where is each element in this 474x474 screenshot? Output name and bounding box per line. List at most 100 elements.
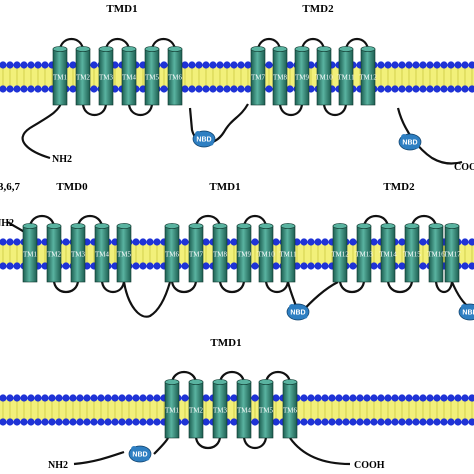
- lipid-head-top: [13, 238, 21, 246]
- helix-label: TM7: [189, 251, 204, 259]
- lipid-head-bottom: [48, 418, 56, 426]
- helix-connecting-loop: [386, 279, 414, 294]
- helix-connecting-loop: [434, 279, 454, 294]
- lipid-head-bottom: [342, 418, 350, 426]
- lipid-head-top: [195, 61, 203, 69]
- lipid-head-top: [209, 61, 217, 69]
- helix-label: TM2: [76, 74, 91, 82]
- lipid-head-bottom: [412, 85, 420, 93]
- nbd-domain-icon: NBD: [458, 303, 474, 321]
- helix-label: TM10: [257, 251, 275, 259]
- lipid-head-top: [391, 61, 399, 69]
- lipid-head-bottom: [181, 262, 189, 270]
- lipid-head-top: [160, 61, 168, 69]
- lipid-head-top: [62, 394, 70, 402]
- nbd-label: NBD: [402, 140, 417, 147]
- helix-connecting-loop: [218, 279, 246, 294]
- helix-label: TM4: [122, 74, 137, 82]
- lipid-head-bottom: [202, 418, 210, 426]
- lipid-head-top: [69, 61, 77, 69]
- panel-2-linker-loop-1: [122, 281, 172, 318]
- lipid-head-bottom: [230, 418, 238, 426]
- panel-1-domain-label-tmd2: TMD2: [302, 3, 334, 15]
- lipid-head-bottom: [181, 418, 189, 426]
- lipid-head-bottom: [433, 418, 441, 426]
- lipid-head-bottom: [300, 418, 308, 426]
- lipid-head-bottom: [237, 85, 245, 93]
- lipid-head-bottom: [83, 418, 91, 426]
- lipid-head-bottom: [216, 85, 224, 93]
- lipid-head-top: [272, 238, 280, 246]
- lipid-head-bottom: [300, 262, 308, 270]
- helix-connecting-loop: [264, 279, 290, 294]
- transmembrane-helix-icon: TM1: [52, 46, 68, 106]
- helix-label: TM1: [165, 407, 180, 415]
- transmembrane-helix-icon: TM13: [355, 223, 373, 283]
- helix-label: TM6: [168, 74, 183, 82]
- lipid-head-bottom: [132, 418, 140, 426]
- helix-label: TM8: [273, 74, 288, 82]
- lipid-head-bottom: [314, 418, 322, 426]
- helix-connecting-loop: [127, 102, 154, 117]
- lipid-head-top: [272, 394, 280, 402]
- helix-label: TM3: [71, 251, 86, 259]
- lipid-head-bottom: [132, 262, 140, 270]
- lipid-head-top: [447, 61, 455, 69]
- lipid-head-bottom: [363, 418, 371, 426]
- lipid-head-bottom: [412, 418, 420, 426]
- nbd-label: NBD: [462, 310, 474, 317]
- lipid-head-bottom: [41, 85, 49, 93]
- panel-1-nterm-label: NH2: [52, 154, 72, 165]
- lipid-head-top: [202, 238, 210, 246]
- lipid-head-bottom: [251, 262, 259, 270]
- panel-1-cterm-label: COOH: [454, 162, 474, 173]
- lipid-head-top: [391, 394, 399, 402]
- transmembrane-helix-icon: TM2: [75, 46, 91, 106]
- lipid-head-top: [0, 61, 7, 69]
- helix-connecting-loop: [322, 102, 348, 117]
- helix-label: TM4: [95, 251, 110, 259]
- transmembrane-helix-icon: TM1: [22, 223, 38, 283]
- helix-connecting-loop: [194, 435, 222, 450]
- lipid-head-bottom: [251, 418, 259, 426]
- lipid-head-bottom: [377, 85, 385, 93]
- lipid-head-top: [41, 394, 49, 402]
- lipid-head-top: [90, 61, 98, 69]
- lipid-head-top: [426, 394, 434, 402]
- lipid-head-bottom: [391, 418, 399, 426]
- lipid-head-top: [181, 238, 189, 246]
- lipid-head-top: [454, 61, 462, 69]
- lipid-head-bottom: [307, 262, 315, 270]
- lipid-head-bottom: [356, 418, 364, 426]
- lipid-head-top: [405, 61, 413, 69]
- lipid-head-top: [188, 61, 196, 69]
- panel-2-domain-label-tmd2: TMD2: [383, 181, 415, 193]
- lipid-head-bottom: [370, 418, 378, 426]
- nbd-label: NBD: [196, 137, 211, 144]
- panel-2-domain-label-tmd1: TMD1: [209, 181, 240, 193]
- helix-label: TM12: [359, 74, 377, 82]
- lipid-head-top: [230, 61, 238, 69]
- nbd-domain-icon: NBD: [286, 303, 310, 321]
- lipid-head-bottom: [447, 418, 455, 426]
- lipid-head-top: [104, 394, 112, 402]
- lipid-head-bottom: [272, 418, 280, 426]
- lipid-head-bottom: [34, 418, 42, 426]
- transmembrane-helix-icon: TM6: [282, 379, 298, 439]
- lipid-head-bottom: [468, 262, 474, 270]
- lipid-head-top: [139, 238, 147, 246]
- lipid-head-bottom: [41, 418, 49, 426]
- lipid-head-bottom: [13, 85, 21, 93]
- transmembrane-helix-icon: TM8: [212, 223, 228, 283]
- transmembrane-helix-icon: TM11: [337, 46, 355, 106]
- lipid-head-top: [314, 394, 322, 402]
- lipid-head-bottom: [13, 418, 21, 426]
- group-label: 3,6,7: [0, 181, 21, 193]
- lipid-head-bottom: [335, 418, 343, 426]
- lipid-head-top: [286, 61, 294, 69]
- lipid-head-top: [398, 61, 406, 69]
- lipid-head-top: [321, 238, 329, 246]
